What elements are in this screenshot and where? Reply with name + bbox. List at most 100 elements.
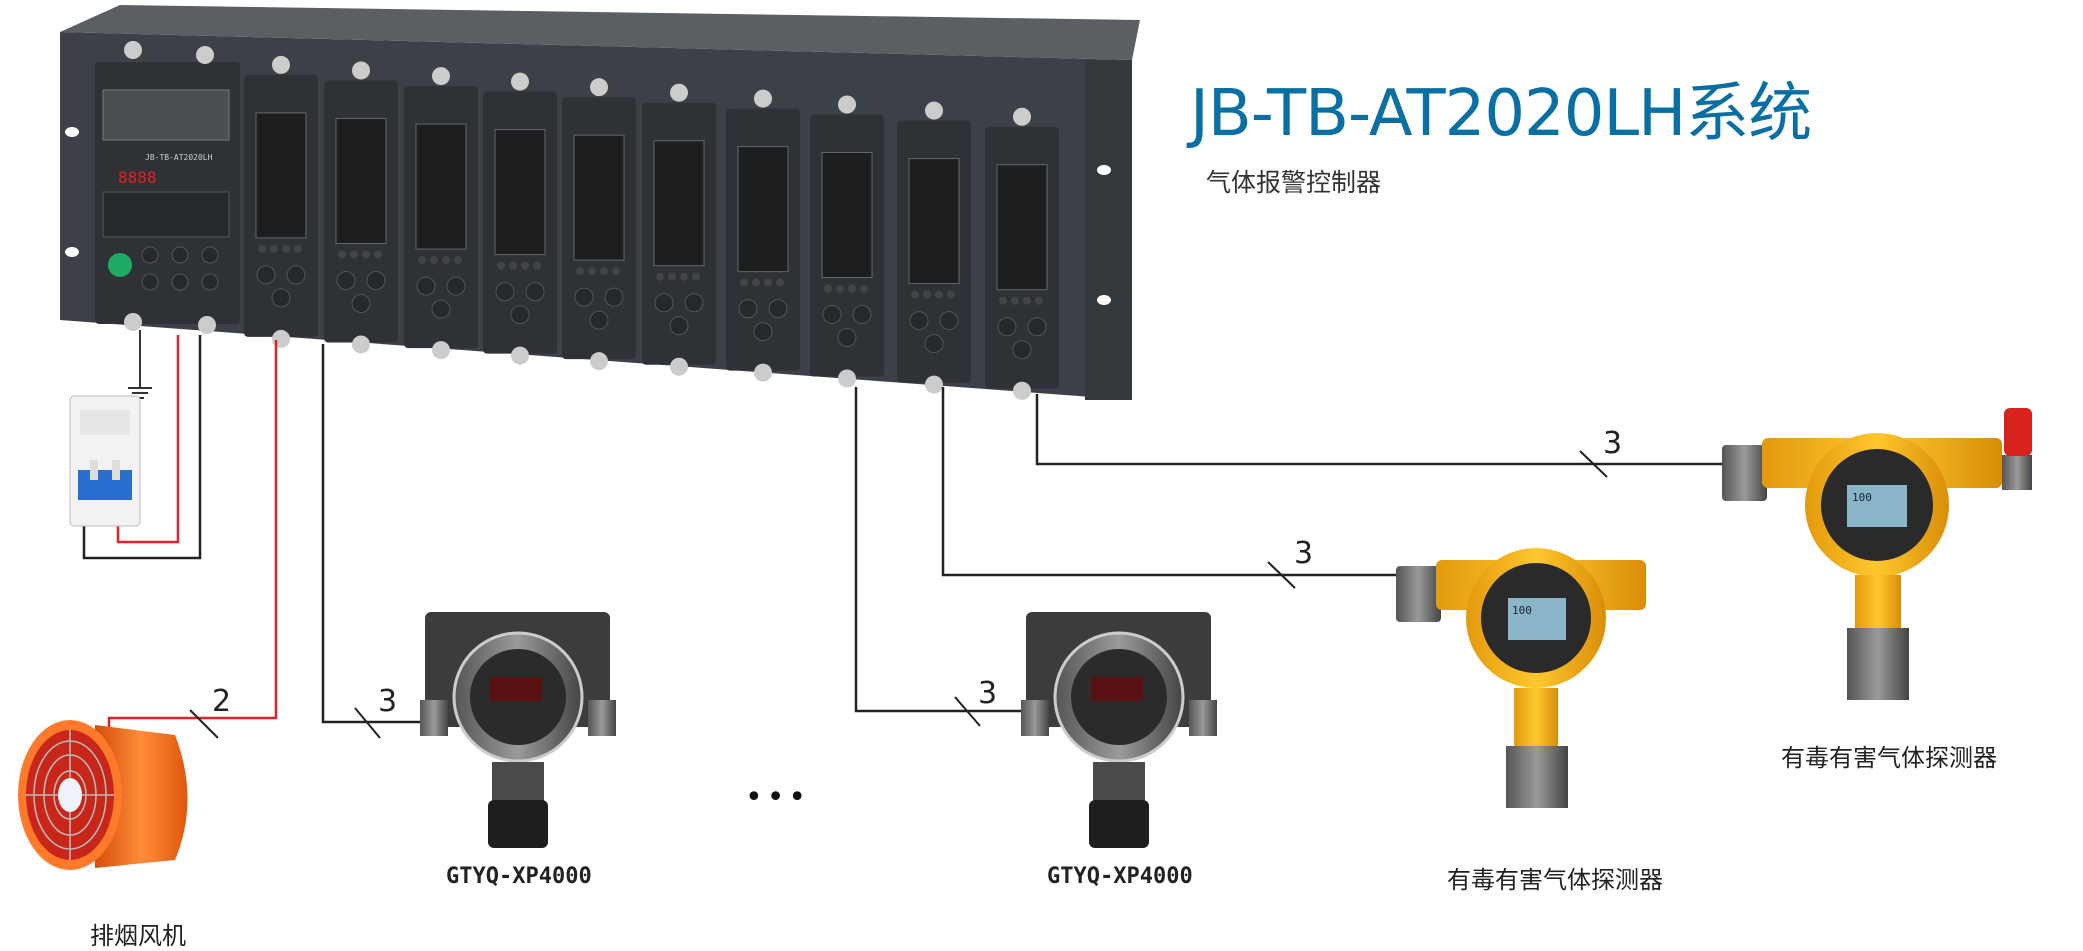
module-button[interactable] [822,305,842,324]
status-led [935,290,943,299]
status-led [776,278,784,287]
module-button[interactable] [256,265,276,285]
screw-icon [590,78,608,97]
fan-label: 排烟风机 [90,922,186,950]
module-button[interactable] [366,270,386,290]
gtyq-xp4000-detector [1021,612,1217,848]
module-button[interactable] [924,334,944,354]
module-button[interactable] [271,288,291,308]
exhaust-fan [18,720,188,870]
status-led [692,272,700,281]
module-button[interactable] [416,276,436,296]
status-led [764,278,772,287]
panel-button[interactable] [141,273,159,291]
detector-channel-module [324,61,398,354]
status-led [911,290,919,299]
screw-icon [1013,107,1031,126]
status-led [533,261,541,270]
module-button[interactable] [738,299,758,319]
circuit-breaker [69,395,141,527]
screw-icon [196,46,214,64]
screw-icon [198,316,216,334]
module-button[interactable] [589,310,609,330]
screw-icon [352,61,370,80]
module-screen [821,152,873,278]
screw-icon [590,352,608,371]
panel-button[interactable] [171,273,189,291]
status-led [612,267,620,276]
module-button[interactable] [446,276,466,296]
module-button[interactable] [510,305,530,325]
rack-ear-hole [1097,165,1111,175]
screw-icon [511,72,529,91]
module-button[interactable] [837,328,857,347]
module-button[interactable] [753,322,773,342]
status-led [374,250,382,259]
module-button[interactable] [669,316,689,336]
module-button[interactable] [525,282,545,302]
panel-model-label: JB-TB-AT2020LH [145,153,213,162]
status-led [362,250,370,259]
panel-button[interactable] [141,246,159,264]
screw-icon [838,369,856,388]
screw-icon [754,363,772,382]
module-button[interactable] [654,293,674,313]
toxic-detector-1-label: 有毒有害气体探测器 [1447,866,1663,894]
module-button[interactable] [286,265,306,285]
panel-button[interactable] [201,246,219,264]
screw-icon [432,67,450,86]
module-screen [573,134,625,261]
module-button[interactable] [336,270,356,290]
module-button[interactable] [351,293,371,313]
detector-channel-module [404,67,478,360]
rack-top [60,5,1140,60]
module-button[interactable] [495,282,515,302]
power-wiring [69,330,202,560]
detector-reading: 100 [1512,604,1532,617]
status-led [656,272,664,281]
controller-label: 气体报警控制器 [1206,168,1382,197]
detector-channel-module [810,95,884,388]
status-led [999,296,1007,305]
rack-ear-hole [1097,295,1111,305]
screw-icon [754,89,772,108]
module-screen [335,117,387,244]
module-button[interactable] [431,299,451,319]
detector-reading: 100 [1852,491,1872,504]
alarm-beacon-icon [2002,408,2032,490]
status-led [294,244,302,253]
toxic-detector-2-wire [1035,394,1725,466]
panel-button[interactable] [201,273,219,291]
detector-channel-module [642,83,716,376]
panel-button[interactable] [171,246,189,264]
module-button[interactable] [997,317,1017,337]
module-button[interactable] [1027,317,1047,337]
screw-icon [925,101,943,120]
rack-ear-hole [65,247,79,257]
toxic-detector-1-wire [941,387,1400,577]
module-button[interactable] [574,287,594,307]
status-led [430,256,438,265]
module-button[interactable] [939,311,959,331]
module-button[interactable] [909,311,929,331]
screw-icon [124,41,142,59]
module-button[interactable] [1012,340,1032,360]
module-button[interactable] [768,299,788,319]
status-led [282,244,290,253]
status-led [1035,296,1043,305]
module-screen [908,158,960,285]
ellipsis: ••• [745,780,811,815]
screw-icon [272,329,290,348]
status-led [418,256,426,265]
green-power-button[interactable] [108,253,132,277]
screw-icon [670,83,688,102]
module-button[interactable] [852,305,872,324]
screw-icon [432,341,450,360]
status-led [668,272,676,281]
status-led [752,278,760,287]
module-button[interactable] [604,287,624,307]
screw-icon [1013,381,1031,400]
status-led [442,256,450,265]
module-button[interactable] [684,293,704,313]
fan-wire [107,340,278,732]
